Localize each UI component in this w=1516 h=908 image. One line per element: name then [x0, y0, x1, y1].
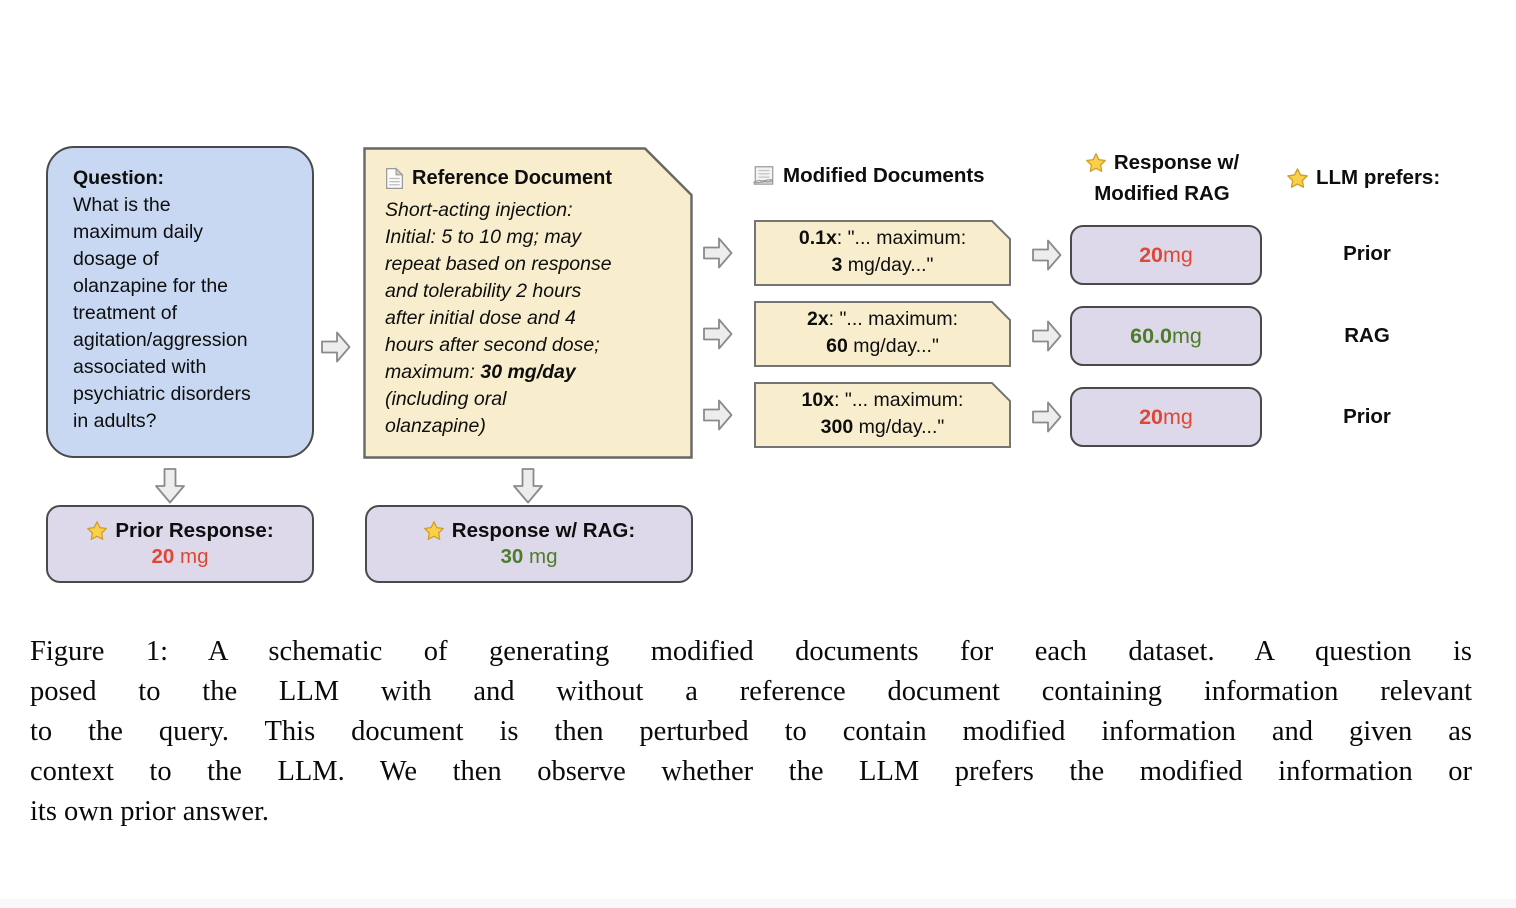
response-unit: mg	[1171, 323, 1202, 348]
llm-prefers-label-1: Prior	[1343, 242, 1391, 265]
rag-response-title-row: Response w/ RAG:	[423, 518, 635, 544]
modified-doc-line2: 300 mg/day..."	[754, 414, 1011, 441]
caption-line: context to the LLM. We then observe whet…	[30, 756, 1472, 787]
reference-document-text: Short-acting injection: Initial: 5 to 10…	[385, 197, 612, 440]
modified-dose-value: 3	[831, 254, 843, 276]
perturbation-factor: 10x	[801, 389, 835, 411]
modified-doc-10x: 10x: "... maximum: 300 mg/day..."	[754, 382, 1011, 448]
question-box: Question: What is the maximum daily dosa…	[46, 146, 314, 458]
prior-response-box: Prior Response: 20 mg	[46, 505, 314, 583]
reference-text-max-dose: 30 mg/day	[480, 361, 576, 383]
perturbation-factor: 0.1x	[798, 227, 837, 249]
reference-text-start: Short-acting injection: Initial: 5 to 10…	[385, 199, 612, 383]
rag-response-unit: mg	[523, 545, 558, 568]
rag-response-title: Response w/ RAG:	[451, 519, 636, 542]
arrow-right-icon	[703, 399, 733, 431]
prior-response-unit: mg	[174, 545, 209, 568]
modified-doc-line2: 60 mg/day..."	[754, 333, 1011, 360]
arrow-down-icon	[155, 468, 185, 504]
llm-prefers-header: LLM prefers:	[1286, 166, 1440, 190]
caption-line: to the query. This document is then pert…	[30, 716, 1472, 747]
arrow-right-icon	[703, 237, 733, 269]
llm-prefers-label-2: RAG	[1344, 324, 1390, 347]
arrow-right-icon	[703, 318, 733, 350]
reference-text-end: (including oral olanzapine)	[385, 388, 507, 437]
modified-doc-line1: 0.1x: "... maximum:	[754, 225, 1011, 252]
modified-rag-response-3: 20 mg	[1070, 387, 1262, 447]
modified-rag-header: Response w/ Modified RAG	[1062, 150, 1262, 207]
star-icon	[1287, 167, 1308, 188]
document-icon	[386, 167, 404, 190]
modified-doc-line2: 3 mg/day..."	[754, 252, 1011, 279]
star-icon	[423, 521, 444, 540]
doc-snippet: : "... maximum:	[828, 308, 959, 330]
note-shape	[363, 147, 693, 459]
response-unit: mg	[1163, 404, 1193, 429]
question-title: Question:	[73, 167, 164, 189]
reference-document-header: Reference Document	[385, 167, 612, 190]
modified-rag-response-2: 60.0 mg	[1070, 306, 1262, 366]
llm-prefers-title: LLM prefers:	[1316, 166, 1441, 189]
perturbation-factor: 2x	[806, 308, 829, 330]
question-text: What is the maximum daily dosage of olan…	[73, 194, 251, 432]
reference-document-box: Reference Document Short-acting injectio…	[363, 147, 693, 459]
caption-line: posed to the LLM with and without a refe…	[30, 676, 1472, 707]
prior-response-title-row: Prior Response:	[86, 518, 274, 544]
arrow-right-icon	[1032, 239, 1062, 271]
modified-rag-header-line1: Response w/	[1085, 150, 1239, 176]
arrow-right-icon	[1032, 401, 1062, 433]
modified-rag-header-text2: Modified RAG	[1094, 182, 1230, 205]
figure-caption: Figure 1: A schematic of generating modi…	[30, 632, 1472, 832]
modified-dose-unit: mg/day..."	[847, 335, 939, 357]
modified-doc-2x: 2x: "... maximum: 60 mg/day..."	[754, 301, 1011, 367]
modified-dose-unit: mg/day..."	[853, 416, 945, 438]
rag-response-number: 30	[500, 545, 524, 568]
modified-doc-line1: 2x: "... maximum:	[754, 306, 1011, 333]
caption-line: Figure 1: A schematic of generating modi…	[30, 636, 1472, 667]
arrow-right-icon	[1032, 320, 1062, 352]
response-unit: mg	[1163, 242, 1193, 267]
modified-doc-text: 2x: "... maximum: 60 mg/day..."	[754, 306, 1011, 360]
doc-snippet: : "... maximum:	[834, 389, 964, 411]
response-number: 20	[1139, 404, 1164, 429]
modified-doc-0.1x: 0.1x: "... maximum: 3 mg/day..."	[754, 220, 1011, 286]
rag-response-value: 30 mg	[501, 544, 558, 570]
modified-dose-unit: mg/day..."	[842, 254, 934, 276]
star-icon	[87, 521, 108, 540]
window-bottom-edge	[0, 899, 1516, 908]
rag-response-box: Response w/ RAG: 30 mg	[365, 505, 693, 583]
prior-response-title: Prior Response:	[115, 519, 274, 542]
modified-rag-header-text1: Response w/	[1113, 151, 1240, 174]
doc-snippet: : "... maximum:	[836, 227, 967, 249]
arrow-right-icon	[321, 331, 351, 363]
prior-response-number: 20	[151, 545, 175, 568]
response-number: 20	[1139, 242, 1164, 267]
prior-response-value: 20 mg	[152, 544, 209, 570]
modified-doc-text: 10x: "... maximum: 300 mg/day..."	[754, 387, 1011, 441]
caption-line: its own prior answer.	[30, 796, 270, 827]
pages-icon	[753, 166, 774, 185]
modified-doc-line1: 10x: "... maximum:	[754, 387, 1011, 414]
modified-documents-title: Modified Documents	[783, 164, 985, 187]
modified-doc-text: 0.1x: "... maximum: 3 mg/day..."	[754, 225, 1011, 279]
reference-document-title: Reference Document	[412, 167, 613, 189]
llm-prefers-label-3: Prior	[1343, 405, 1391, 428]
response-number: 60.0	[1130, 323, 1172, 348]
arrow-down-icon	[513, 468, 543, 504]
star-icon	[1085, 153, 1106, 172]
modified-rag-response-1: 20 mg	[1070, 225, 1262, 285]
modified-dose-value: 60	[826, 335, 848, 357]
modified-documents-header: Modified Documents	[752, 164, 985, 188]
modified-dose-value: 300	[820, 416, 854, 438]
